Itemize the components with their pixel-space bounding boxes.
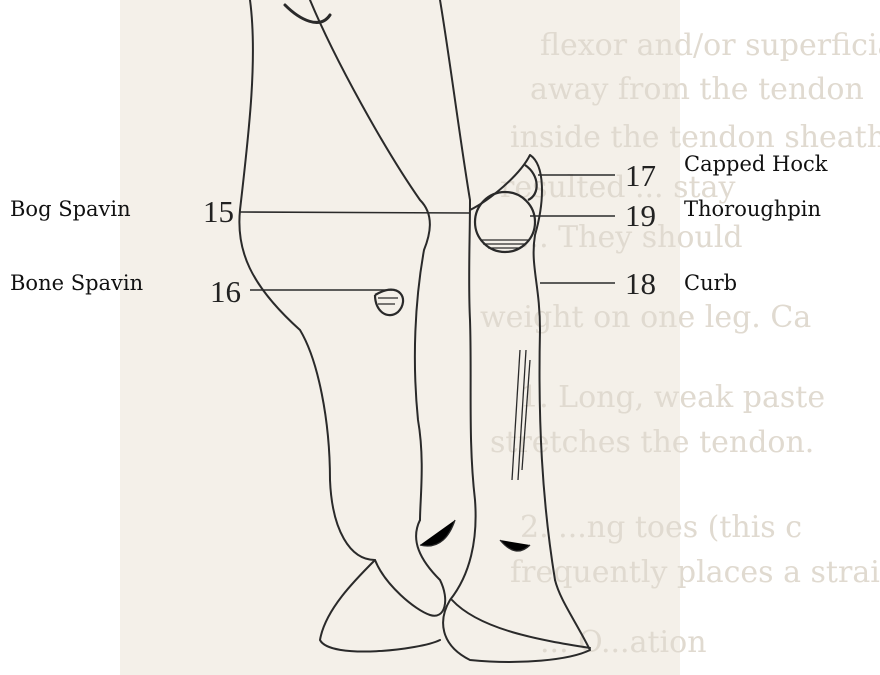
- dark-top-detail: [285, 5, 330, 22]
- hoof-right-sole: [452, 600, 590, 648]
- bone-spavin-bulge: [375, 290, 403, 315]
- label-bog-spavin: Bog Spavin: [10, 199, 131, 220]
- shading: [500, 540, 530, 551]
- label-number-16: 16: [210, 276, 241, 307]
- label-thoroughpin: Thoroughpin: [684, 199, 821, 220]
- leader-line-15: [240, 212, 470, 213]
- hoof-left: [320, 560, 440, 652]
- label-capped-hock: Capped Hock: [684, 154, 827, 175]
- leg-outline-right-front: [440, 0, 590, 662]
- leg-outline-left: [239, 0, 445, 616]
- capped-hock-point: [525, 165, 537, 200]
- shading: [420, 520, 455, 546]
- label-number-18: 18: [625, 268, 656, 299]
- thoroughpin-bulge: [475, 192, 535, 252]
- label-number-19: 19: [625, 200, 656, 231]
- label-bone-spavin: Bone Spavin: [10, 273, 143, 294]
- label-number-17: 17: [625, 160, 656, 191]
- leg-outline-right-back: [470, 155, 555, 580]
- label-number-15: 15: [203, 196, 234, 227]
- shading: [522, 360, 530, 470]
- label-curb: Curb: [684, 273, 737, 294]
